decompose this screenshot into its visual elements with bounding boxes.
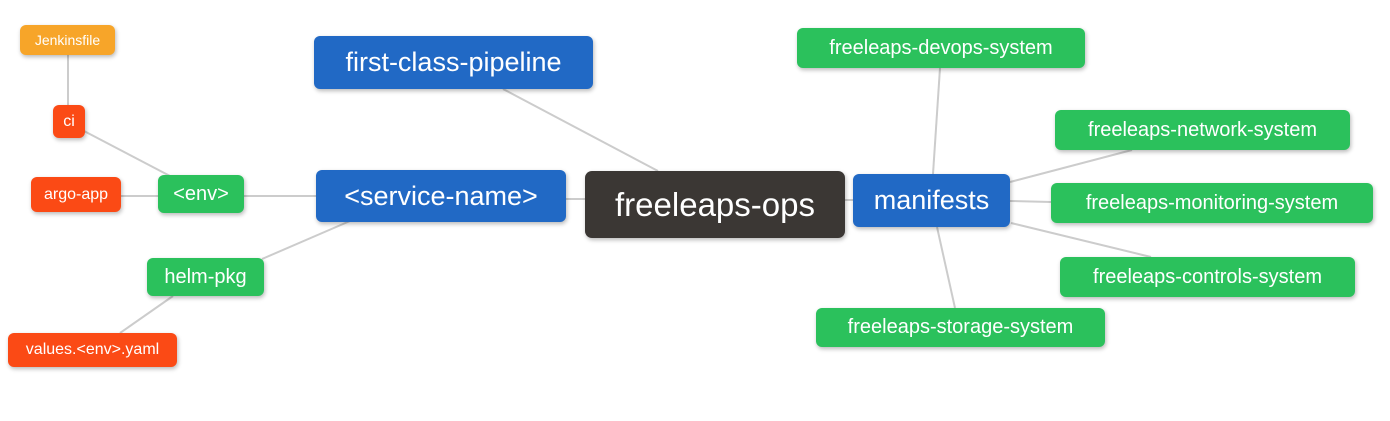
edge-values-helm-pkg (119, 295, 174, 334)
node-values-env-yaml[interactable]: values.<env>.yaml (8, 333, 177, 367)
edge-manifests-monitoring (1009, 200, 1052, 203)
edge-helm-pkg-service-name (261, 220, 351, 260)
node-freeleaps-ops-root[interactable]: freeleaps-ops (585, 171, 845, 238)
node-ci[interactable]: ci (53, 105, 85, 138)
edge-manifests-storage (936, 226, 956, 309)
node-freeleaps-monitoring-system[interactable]: freeleaps-monitoring-system (1051, 183, 1373, 223)
edge-fcp-freeleaps-ops (502, 88, 659, 172)
node-helm-pkg[interactable]: helm-pkg (147, 258, 264, 296)
edge-manifests-network (1009, 149, 1133, 183)
node-env[interactable]: <env> (158, 175, 244, 213)
node-freeleaps-network-system[interactable]: freeleaps-network-system (1055, 110, 1350, 150)
node-first-class-pipeline[interactable]: first-class-pipeline (314, 36, 593, 89)
node-freeleaps-devops-system[interactable]: freeleaps-devops-system (797, 28, 1085, 68)
edge-manifests-devops (932, 67, 941, 175)
node-service-name[interactable]: <service-name> (316, 170, 566, 222)
node-freeleaps-controls-system[interactable]: freeleaps-controls-system (1060, 257, 1355, 297)
node-manifests[interactable]: manifests (853, 174, 1010, 227)
node-jenkinsfile[interactable]: Jenkinsfile (20, 25, 115, 55)
node-argo-app[interactable]: argo-app (31, 177, 121, 212)
edge-manifests-controls (1010, 222, 1152, 258)
edge-ci-env (83, 130, 171, 177)
node-freeleaps-storage-system[interactable]: freeleaps-storage-system (816, 308, 1105, 347)
